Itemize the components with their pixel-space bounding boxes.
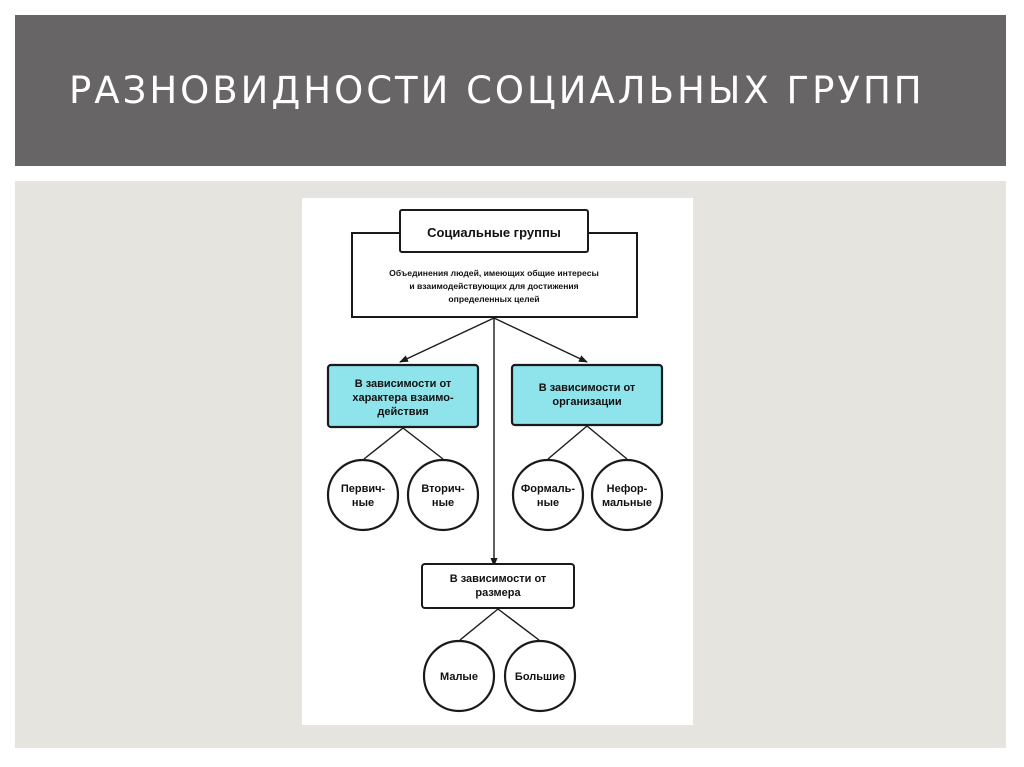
diagram-svg: Социальные группы Объединения людей, име…: [326, 209, 664, 713]
primary-groups-line-2: ные: [352, 497, 374, 509]
large-groups-circle: [503, 639, 577, 713]
primary-groups-line-1: Первич-: [341, 483, 386, 495]
size-line-2: размера: [475, 587, 521, 599]
slide-title-bar: РАЗНОВИДНОСТИ СОЦИАЛЬНЫХ ГРУПП: [15, 15, 1006, 166]
small-groups-circle: [422, 639, 496, 713]
connector-small: [459, 608, 499, 641]
interaction-line-2: характера взаимо-: [352, 392, 454, 404]
organization-line-1: В зависимости от: [539, 382, 636, 394]
connector-primary: [363, 427, 404, 460]
secondary-groups-line-1: Вторич-: [421, 483, 465, 495]
interaction-line-3: действия: [377, 406, 428, 418]
arrow-to-interaction: [399, 317, 495, 363]
informal-groups-line-1: Нефор-: [607, 483, 648, 495]
root-description-line-2: и взаимодействующих для достижения: [409, 281, 578, 291]
interaction-category-box: [326, 363, 480, 429]
root-title-box: [399, 209, 589, 253]
small-groups-label: Малые: [440, 671, 478, 683]
root-description-line-3: определенных целей: [448, 294, 539, 304]
primary-groups-circle: [326, 458, 400, 532]
interaction-line-1: В зависимости от: [355, 378, 452, 390]
size-line-1: В зависимости от: [450, 573, 547, 585]
formal-groups-line-2: ные: [537, 497, 559, 509]
connector-secondary: [402, 427, 444, 460]
connector-informal: [586, 425, 628, 460]
organization-line-2: организации: [552, 396, 621, 408]
root-description-line-1: Объединения людей, имеющих общие интерес…: [389, 268, 599, 278]
slide-title: РАЗНОВИДНОСТИ СОЦИАЛЬНЫХ ГРУПП: [69, 69, 925, 112]
large-groups-label: Большие: [515, 671, 565, 683]
diagram-figure: Социальные группы Объединения людей, име…: [302, 198, 693, 725]
formal-groups-line-1: Формаль-: [521, 483, 576, 495]
secondary-groups-circle: [406, 458, 480, 532]
connector-formal: [547, 425, 588, 460]
root-title: Социальные группы: [427, 225, 561, 240]
informal-groups-line-2: мальные: [602, 497, 652, 509]
secondary-groups-line-2: ные: [432, 497, 454, 509]
arrow-to-organization: [493, 317, 588, 363]
connector-large: [497, 608, 540, 641]
informal-groups-circle: [590, 458, 664, 532]
size-category-box: [421, 563, 575, 609]
organization-category-box: [510, 363, 664, 427]
formal-groups-circle: [511, 458, 585, 532]
